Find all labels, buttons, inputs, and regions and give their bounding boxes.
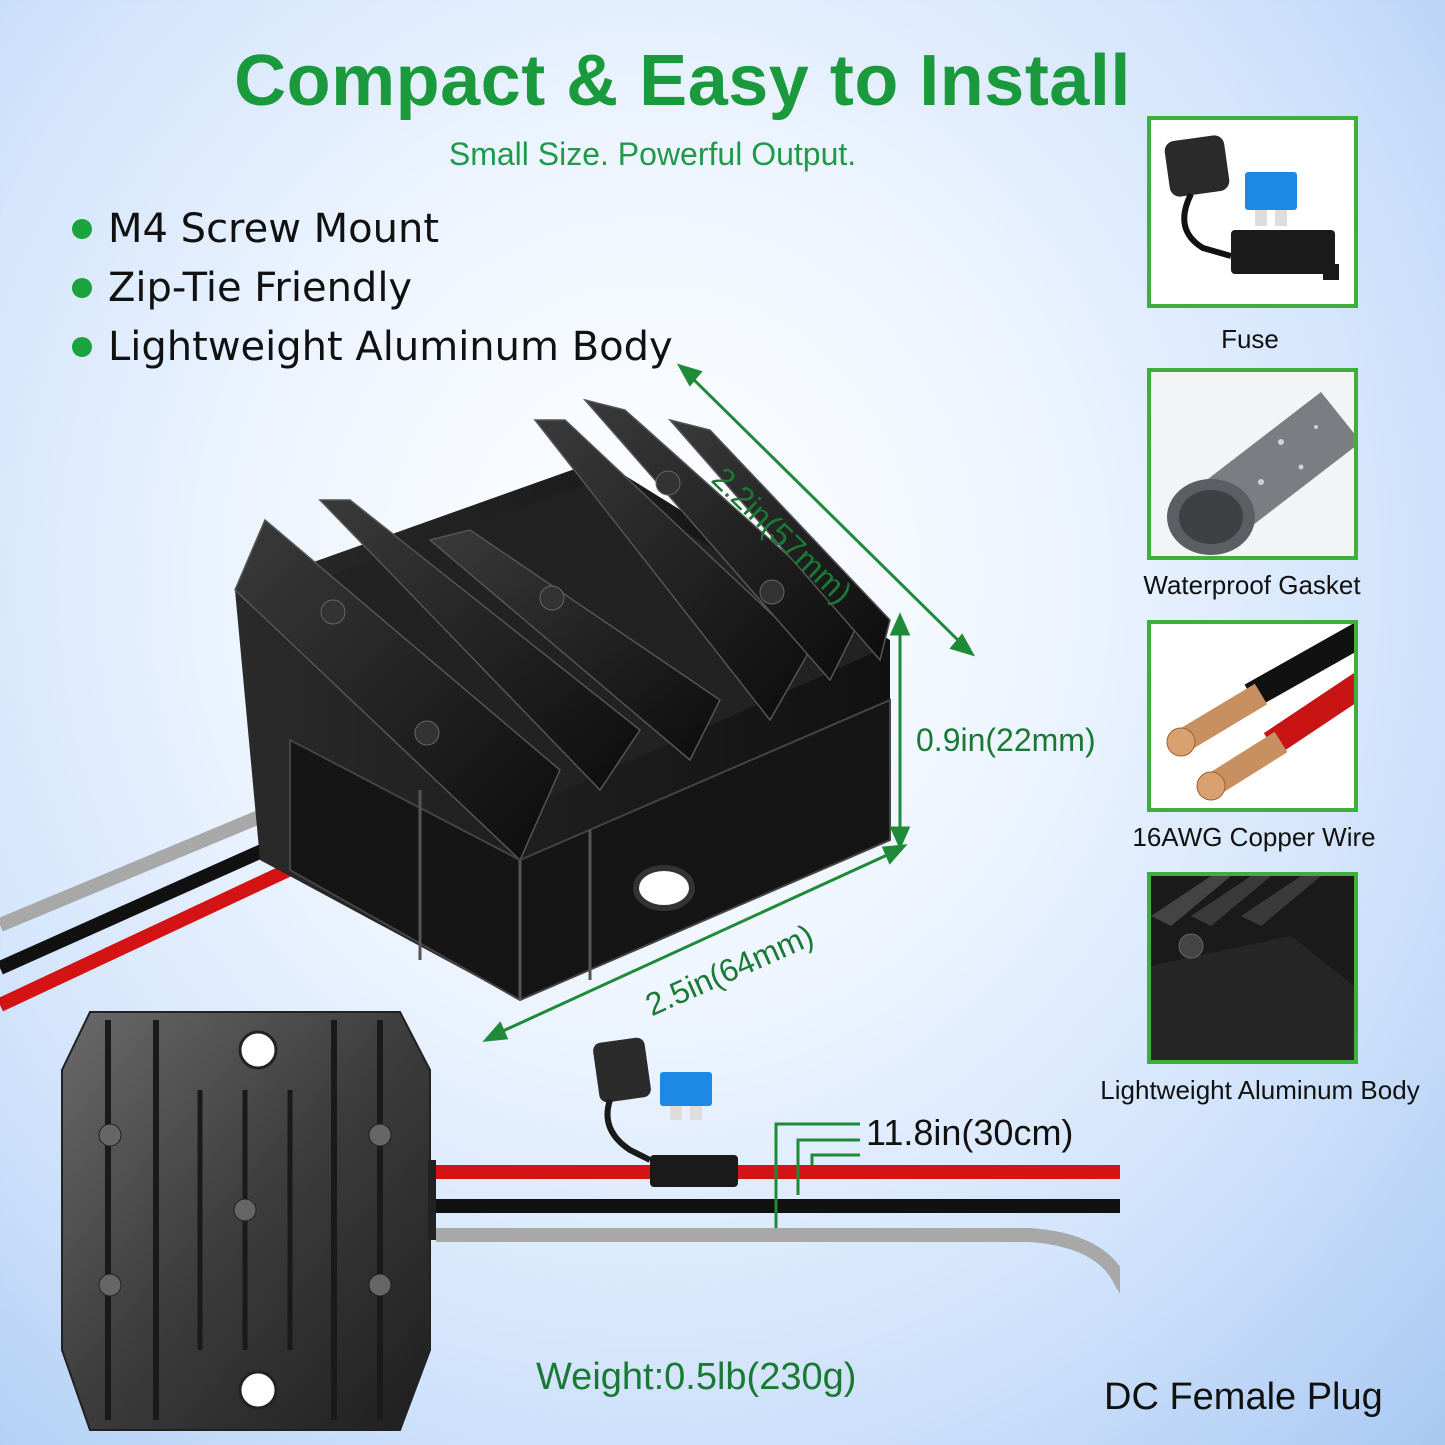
feature-label: Lightweight Aluminum Body bbox=[108, 324, 673, 370]
bullet-icon bbox=[72, 278, 92, 298]
fuse-icon bbox=[1164, 135, 1339, 280]
cable-length-leader bbox=[774, 1122, 860, 1228]
accessory-heatsink-caption: Lightweight Aluminum Body bbox=[1100, 1075, 1420, 1105]
accessory-fuse bbox=[1147, 116, 1358, 308]
heatsink-icon bbox=[1151, 876, 1354, 1060]
gasket-icon bbox=[1151, 372, 1354, 556]
page-subtitle: Small Size. Powerful Output. bbox=[448, 136, 857, 172]
cable-harness bbox=[436, 1037, 1120, 1294]
feature-item: Zip-Tie Friendly bbox=[72, 265, 412, 311]
copper-wire-icon bbox=[1166, 624, 1354, 801]
accessory-heatsink bbox=[1147, 872, 1358, 1064]
feature-label: M4 Screw Mount bbox=[108, 206, 440, 252]
accessory-fuse-caption: Fuse bbox=[1221, 324, 1279, 354]
weight-label: Weight:0.5lb(230g) bbox=[536, 1356, 857, 1398]
feature-item: M4 Screw Mount bbox=[72, 206, 439, 252]
dimension-height-label: 0.9in(22mm) bbox=[916, 722, 1096, 758]
accessory-gasket-caption: Waterproof Gasket bbox=[1143, 570, 1361, 600]
accessory-gasket bbox=[1147, 368, 1358, 560]
page-title: Compact & Easy to Install bbox=[234, 41, 1131, 121]
accessory-wire-caption: 16AWG Copper Wire bbox=[1132, 822, 1376, 852]
accessory-wire bbox=[1147, 620, 1358, 812]
dimension-lines bbox=[482, 363, 976, 1042]
dc-female-plug-label: DC Female Plug bbox=[1104, 1376, 1383, 1418]
product-illustration bbox=[0, 363, 1120, 1431]
feature-item: Lightweight Aluminum Body bbox=[72, 324, 673, 370]
feature-label: Zip-Tie Friendly bbox=[108, 265, 413, 311]
converter-iso bbox=[234, 398, 891, 1002]
cable-length-label: 11.8in(30cm) bbox=[866, 1112, 1074, 1153]
converter-top-view bbox=[61, 1011, 436, 1431]
bullet-icon bbox=[72, 219, 92, 239]
bullet-icon bbox=[72, 337, 92, 357]
